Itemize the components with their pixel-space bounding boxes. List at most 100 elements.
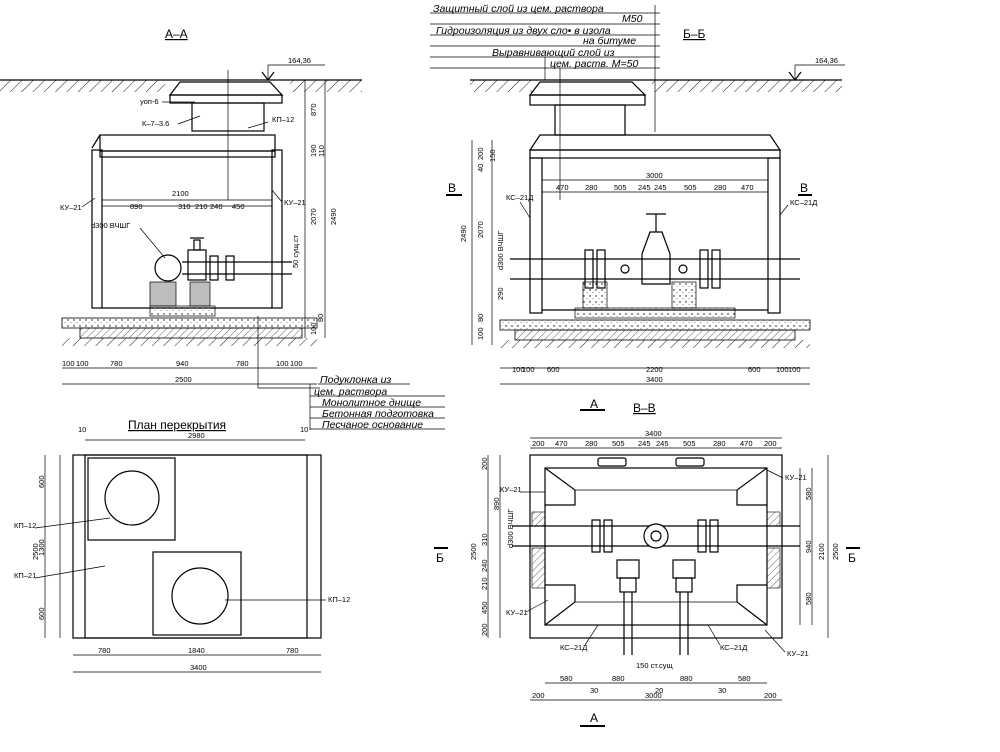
svg-text:100: 100 xyxy=(788,365,801,374)
svg-text:505: 505 xyxy=(684,183,697,192)
section-aa: А–А 164,36 2100 890 310 210 240 450 xyxy=(0,27,445,431)
note-bottom-5: Песчаное основание xyxy=(322,419,423,431)
svg-text:3000: 3000 xyxy=(646,171,663,180)
svg-text:КУ–21: КУ–21 xyxy=(506,608,528,617)
svg-text:580: 580 xyxy=(804,487,813,500)
svg-text:890: 890 xyxy=(130,202,143,211)
section-vv: В–В 3400 200 470 280 505 245 245 505 280… xyxy=(434,401,860,727)
svg-text:245: 245 xyxy=(656,439,669,448)
svg-text:80: 80 xyxy=(476,314,485,322)
svg-text:100: 100 xyxy=(776,365,789,374)
cut-marker-v-right: В xyxy=(800,181,808,195)
svg-text:КП–12: КП–12 xyxy=(328,595,350,604)
cut-marker-a-bottom: А xyxy=(590,711,598,725)
svg-text:580: 580 xyxy=(560,674,573,683)
svg-text:210: 210 xyxy=(195,202,208,211)
note-bottom-4: Бетонная подготовка xyxy=(322,408,434,420)
svg-text:450: 450 xyxy=(480,601,489,614)
svg-text:470: 470 xyxy=(556,183,569,192)
svg-text:280: 280 xyxy=(585,183,598,192)
svg-text:240: 240 xyxy=(480,559,489,572)
cut-marker-a-top: А xyxy=(590,397,598,411)
section-bb-title: Б–Б xyxy=(683,27,706,41)
svg-text:КС–21Д: КС–21Д xyxy=(720,643,747,652)
svg-text:470: 470 xyxy=(555,439,568,448)
valve-vv xyxy=(643,523,669,549)
svg-text:200: 200 xyxy=(476,147,485,160)
svg-text:3000: 3000 xyxy=(645,691,662,700)
svg-text:580: 580 xyxy=(738,674,751,683)
section-bb: Б–Б Защитный слой из цем. раствора М50 Г… xyxy=(430,3,845,411)
svg-text:80: 80 xyxy=(316,314,325,322)
svg-text:600: 600 xyxy=(37,475,46,488)
note-bottom-1: Подуклонка из xyxy=(320,374,391,386)
elevation-mark-bb: 164,36 xyxy=(815,56,838,65)
svg-text:200: 200 xyxy=(480,623,489,636)
svg-text:2980: 2980 xyxy=(188,431,205,440)
svg-text:20: 20 xyxy=(655,686,663,695)
note-top-1: Защитный слой из цем. раствора xyxy=(433,3,604,15)
svg-text:3400: 3400 xyxy=(645,429,662,438)
svg-text:КУ–21: КУ–21 xyxy=(60,203,82,212)
svg-text:КС–21Д: КС–21Д xyxy=(560,643,587,652)
svg-text:2100: 2100 xyxy=(817,543,826,560)
plan-hatch-1 xyxy=(87,457,176,541)
svg-text:505: 505 xyxy=(612,439,625,448)
svg-text:2070: 2070 xyxy=(309,208,318,225)
svg-text:уоп-6: уоп-6 xyxy=(140,97,159,106)
note-top-2: М50 xyxy=(622,13,643,25)
support-aa-2 xyxy=(189,281,211,307)
svg-text:280: 280 xyxy=(713,439,726,448)
svg-text:200: 200 xyxy=(532,691,545,700)
ground-hatch-left xyxy=(0,80,165,92)
svg-text:310: 310 xyxy=(480,533,489,546)
svg-text:КП–21: КП–21 xyxy=(14,571,36,580)
svg-text:1840: 1840 xyxy=(188,646,205,655)
svg-text:470: 470 xyxy=(741,183,754,192)
note-top-5: Выравнивающий слой из xyxy=(492,47,615,59)
svg-text:310: 310 xyxy=(178,202,191,211)
svg-text:100: 100 xyxy=(62,359,75,368)
svg-text:780: 780 xyxy=(98,646,111,655)
svg-text:50 сущ.ст: 50 сущ.ст xyxy=(291,234,300,268)
svg-text:40: 40 xyxy=(476,164,485,172)
plan-view: План перекрытия 10 10 2980 КП–12 КП–21 К… xyxy=(14,418,350,673)
svg-text:150: 150 xyxy=(488,149,497,162)
svg-text:200: 200 xyxy=(764,439,777,448)
svg-text:245: 245 xyxy=(654,183,667,192)
svg-text:870: 870 xyxy=(309,103,318,116)
svg-text:580: 580 xyxy=(804,592,813,605)
svg-text:940: 940 xyxy=(176,359,189,368)
svg-text:780: 780 xyxy=(110,359,123,368)
elevation-mark-aa: 164,36 xyxy=(288,56,311,65)
svg-text:2500: 2500 xyxy=(175,375,192,384)
svg-text:290: 290 xyxy=(496,287,505,300)
svg-text:450: 450 xyxy=(232,202,245,211)
svg-text:2200: 2200 xyxy=(646,365,663,374)
svg-text:100: 100 xyxy=(76,359,89,368)
svg-text:2500: 2500 xyxy=(31,543,40,560)
note-bottom-3: Монолитное днище xyxy=(322,397,421,409)
svg-text:100: 100 xyxy=(522,365,535,374)
svg-text:940: 940 xyxy=(804,540,813,553)
pipe-section-aa xyxy=(154,254,182,282)
svg-text:880: 880 xyxy=(612,674,625,683)
svg-text:30: 30 xyxy=(718,686,726,695)
svg-text:КП–12: КП–12 xyxy=(14,521,36,530)
svg-text:200: 200 xyxy=(480,457,489,470)
svg-text:240: 240 xyxy=(210,202,223,211)
svg-text:100: 100 xyxy=(276,359,289,368)
ground-hatch-right xyxy=(290,80,362,92)
svg-text:2490: 2490 xyxy=(329,208,338,225)
svg-text:3400: 3400 xyxy=(646,375,663,384)
svg-text:100: 100 xyxy=(290,359,303,368)
svg-text:3400: 3400 xyxy=(190,663,207,672)
svg-text:10: 10 xyxy=(300,425,308,434)
svg-text:d300 ВЧШГ: d300 ВЧШГ xyxy=(91,221,130,230)
svg-text:2100: 2100 xyxy=(172,189,189,198)
note-top-6: цем. раств. М=50 xyxy=(550,58,638,70)
svg-text:d300 ВЧШГ: d300 ВЧШГ xyxy=(496,231,505,270)
svg-text:890: 890 xyxy=(492,497,501,510)
svg-text:150 ст.сущ: 150 ст.сущ xyxy=(636,661,673,670)
svg-text:30: 30 xyxy=(590,686,598,695)
